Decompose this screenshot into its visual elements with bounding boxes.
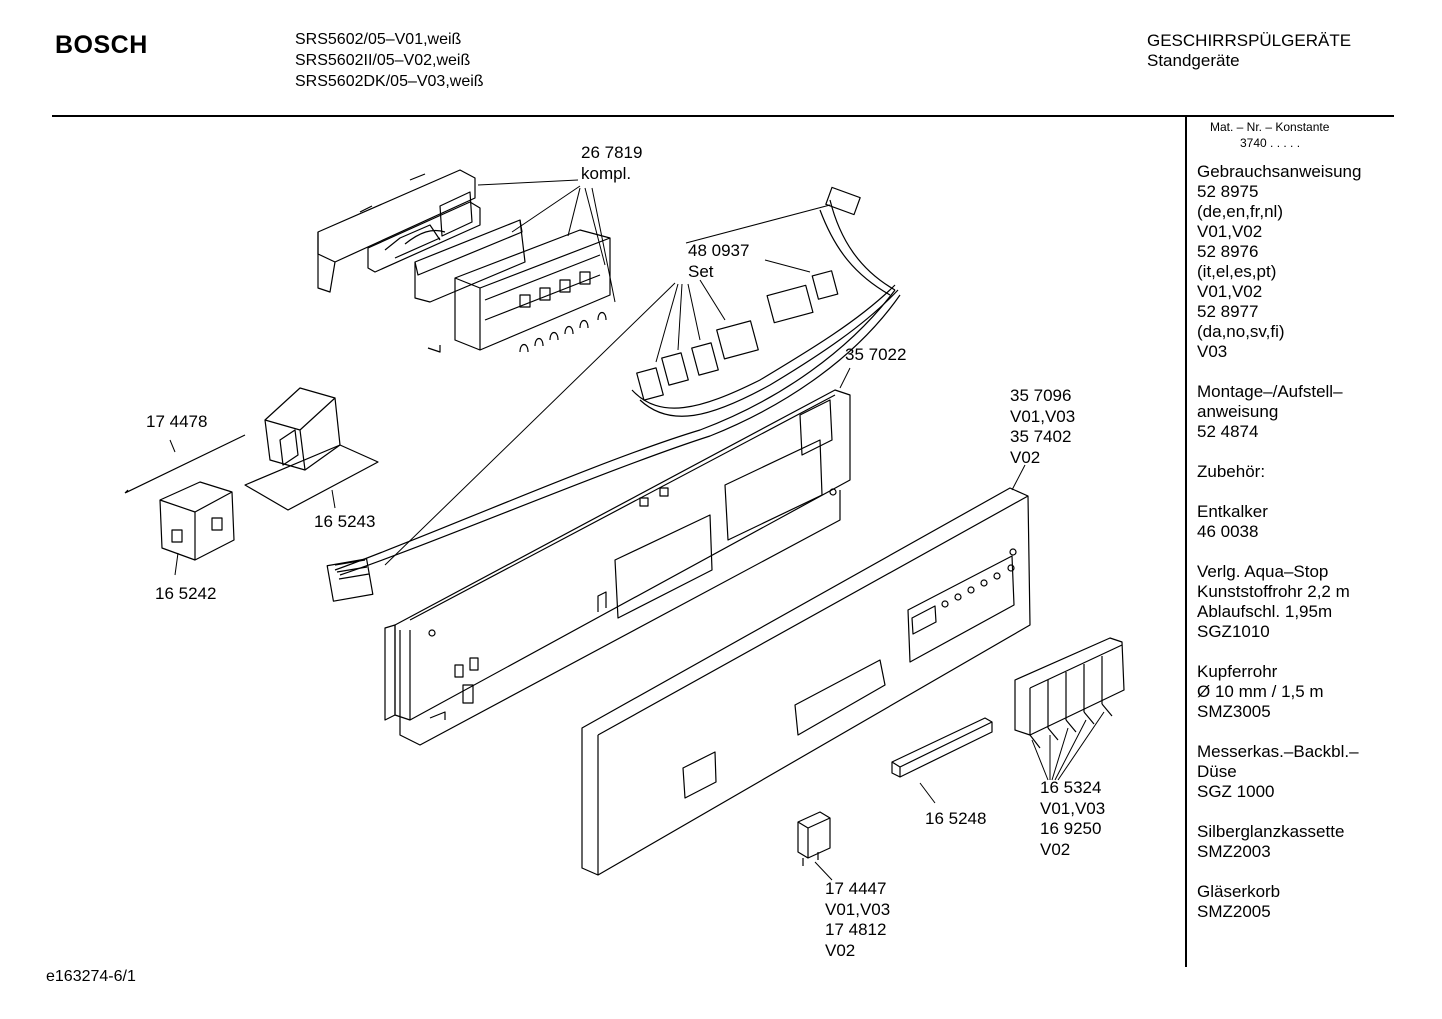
accessory-line: Messerkas.–Backbl.– xyxy=(1197,742,1359,761)
label-165248: 16 5248 xyxy=(925,809,987,828)
accessory-line: SMZ2005 xyxy=(1197,902,1271,921)
accessory-line: Kupferrohr xyxy=(1197,662,1278,681)
document-id: e163274-6/1 xyxy=(46,968,136,985)
label-357022: 35 7022 xyxy=(845,345,907,364)
accessory-line: SMZ2003 xyxy=(1197,842,1271,861)
accessory-line: Gläserkorb xyxy=(1197,882,1281,901)
accessory-line: Verlg. Aqua–Stop xyxy=(1197,562,1329,581)
header-divider xyxy=(52,115,1394,117)
accessory-line: Silberglanzkassette xyxy=(1197,822,1345,841)
category-title: GESCHIRRSPÜLGERÄTE xyxy=(1147,31,1352,50)
accessory-line: Montage–/Aufstell– xyxy=(1197,382,1343,401)
accessory-line: SMZ3005 xyxy=(1197,702,1271,721)
wire-harness xyxy=(326,186,901,602)
rod-part xyxy=(124,434,246,494)
front-fascia-panel xyxy=(581,487,1031,876)
accessory-line: SGZ1010 xyxy=(1197,622,1270,641)
accessory-line: V01,V02 xyxy=(1197,282,1263,301)
accessory-line: (da,no,sv,fi) xyxy=(1197,322,1285,341)
accessory-line: Düse xyxy=(1197,762,1237,781)
mat-nr-label: Mat. – Nr. – Konstante xyxy=(1210,120,1330,134)
accessory-line: Kunststoffrohr 2,2 m xyxy=(1197,582,1350,601)
label-165243: 16 5243 xyxy=(314,512,376,531)
label-165242: 16 5242 xyxy=(155,584,217,603)
label-174478: 17 4478 xyxy=(146,412,208,431)
electronics-module xyxy=(317,169,611,353)
accessory-line: 46 0038 xyxy=(1197,522,1259,541)
accessory-line: Gebrauchsanweisung xyxy=(1197,162,1362,181)
accessory-line: 52 8977 xyxy=(1197,302,1259,321)
strip-part xyxy=(891,717,993,778)
mat-nr-value: 3740 . . . . . xyxy=(1240,136,1301,150)
subcategory-title: Standgeräte xyxy=(1147,51,1240,70)
exploded-parts-drawing xyxy=(124,169,1125,881)
accessory-line: 52 8975 xyxy=(1197,182,1259,201)
accessory-line: Ablaufschl. 1,95m xyxy=(1197,602,1333,621)
model-line-2: SRS5602II/05–V02,weiß xyxy=(295,52,471,69)
accessory-line: V01,V02 xyxy=(1197,222,1263,241)
brand-logo: BOSCH xyxy=(55,31,148,59)
sidebar-divider xyxy=(1185,117,1187,967)
small-connector xyxy=(797,811,831,866)
accessory-line: Zubehör: xyxy=(1197,462,1266,481)
accessory-line: SGZ 1000 xyxy=(1197,782,1275,801)
leader-lines xyxy=(169,179,1105,881)
model-line-1: SRS5602/05–V01,weiß xyxy=(295,31,462,48)
accessory-line: Entkalker xyxy=(1197,502,1268,521)
accessory-line: anweisung xyxy=(1197,402,1279,421)
accessory-line: (it,el,es,pt) xyxy=(1197,262,1277,281)
accessory-line: 52 8976 xyxy=(1197,242,1259,261)
control-panel-frame xyxy=(384,389,851,746)
accessory-line: Ø 10 mm / 1,5 m xyxy=(1197,682,1324,701)
button-bank xyxy=(1014,637,1125,749)
accessory-line: (de,en,fr,nl) xyxy=(1197,202,1283,221)
switch-part xyxy=(159,481,235,561)
accessory-line: 52 4874 xyxy=(1197,422,1259,441)
accessory-line: V03 xyxy=(1197,342,1228,361)
accessory-block: Zubehör: xyxy=(1197,462,1387,482)
model-line-3: SRS5602DK/05–V03,weiß xyxy=(295,73,484,90)
switch-bracket xyxy=(244,387,379,511)
